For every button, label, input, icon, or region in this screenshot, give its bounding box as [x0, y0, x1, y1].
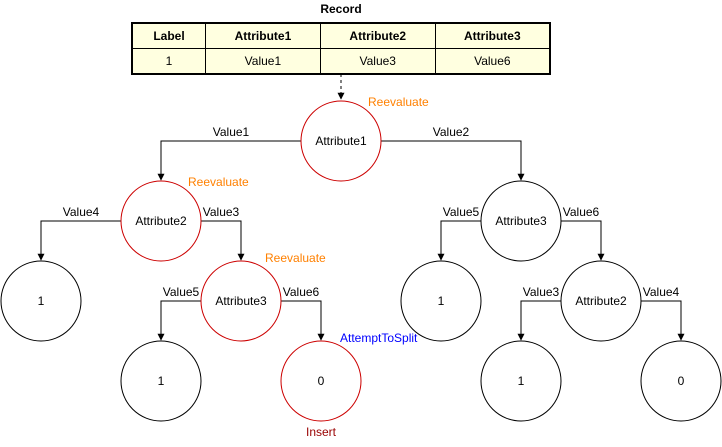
edge-label: Value3	[523, 285, 560, 299]
edge-a2-left-to-a3-mid	[201, 220, 245, 261]
node-label: Attribute2	[575, 294, 627, 308]
annotation-insert: Insert	[306, 425, 337, 439]
edge-label: Value4	[643, 285, 680, 299]
edge-a3-mid-to-leaf-1b	[157, 300, 201, 341]
node-label: Attribute2	[135, 214, 187, 228]
node-label: 0	[318, 374, 325, 388]
annotation-reevaluate: Reevaluate	[368, 95, 429, 109]
node-label: 1	[518, 374, 525, 388]
node-label: 1	[158, 374, 165, 388]
edge-a2-right-to-leaf-0-right	[641, 300, 685, 341]
annotation-reevaluate: Reevaluate	[265, 251, 326, 265]
record-cell-attribute2: Value3	[319, 48, 436, 75]
node-leaf-1a	[0, 260, 82, 342]
annotation-attempttosplit: AttemptToSplit	[340, 331, 418, 345]
node-a2-left	[120, 180, 202, 262]
record-header-attribute2: Attribute2	[319, 22, 436, 49]
record-header-row: Label Attribute1 Attribute2 Attribute3	[131, 22, 551, 49]
edge-a3-mid-to-leaf-0-insert	[281, 300, 325, 341]
node-label: 1	[38, 294, 45, 308]
edge-root-to-a2-left	[157, 140, 301, 181]
edge-label: Value6	[283, 285, 320, 299]
record-header-label: Label	[131, 22, 206, 49]
node-a3-mid	[200, 260, 282, 342]
node-label: 0	[678, 374, 685, 388]
node-root	[300, 100, 382, 182]
edge-label: Value4	[63, 205, 100, 219]
node-label: 1	[438, 294, 445, 308]
edge-root-to-a3-right	[381, 140, 525, 181]
edge-label: Value1	[213, 125, 250, 139]
node-label: Attribute1	[315, 134, 367, 148]
edge-a2-left-to-leaf-1a	[37, 220, 121, 261]
edge-a3-right-to-a2-right	[561, 220, 605, 261]
node-label: Attribute3	[215, 294, 267, 308]
edge-a3-right-to-leaf-1c	[437, 220, 481, 261]
node-leaf-0-insert	[280, 340, 362, 422]
edge-label: Value6	[563, 205, 600, 219]
record-value-row: 1 Value1 Value3 Value6	[131, 48, 551, 75]
record-table: Label Attribute1 Attribute2 Attribute3 1…	[131, 22, 551, 75]
record-title: Record	[320, 2, 362, 16]
node-label: Attribute3	[495, 214, 547, 228]
record-header-attribute3: Attribute3	[434, 22, 551, 49]
node-leaf-1c	[400, 260, 482, 342]
edge-label: Value5	[443, 205, 480, 219]
node-a3-right	[480, 180, 562, 262]
edge-a2-right-to-leaf-1d	[517, 300, 561, 341]
node-leaf-1b	[120, 340, 202, 422]
node-leaf-0-right	[640, 340, 722, 422]
node-leaf-1d	[480, 340, 562, 422]
annotation-reevaluate: Reevaluate	[188, 175, 249, 189]
edge-label: Value5	[163, 285, 200, 299]
edge-label: Value2	[433, 125, 470, 139]
record-cell-attribute3: Value6	[434, 48, 551, 75]
node-a2-right	[560, 260, 642, 342]
edge-label: Value3	[203, 205, 240, 219]
record-cell-attribute1: Value1	[205, 48, 321, 75]
